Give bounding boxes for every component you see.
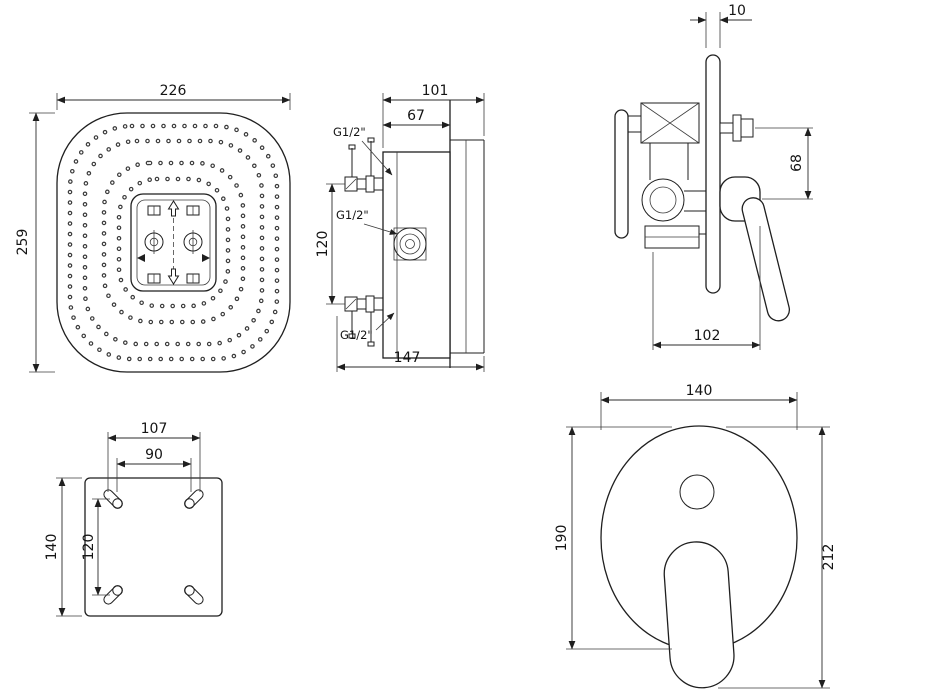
diverter-button [679,474,715,510]
cartridge-side-circle [641,178,685,222]
dim-section-depth-total: 101 [382,83,485,148]
right-arrow-icon [202,254,210,262]
trim-plate-height-label: 190 [554,525,570,552]
plate-inner-width-label: 90 [145,447,163,463]
dim-section-depth-overall: 147 [336,316,485,372]
corner-slots [103,489,204,605]
thread-label-top: G1/2" [333,125,366,139]
dim-section-port-spacing: 120 [315,183,345,305]
dim-showerhead-height: 259 [15,112,55,373]
showerhead-width-label: 226 [160,83,187,99]
view-showerhead-top: 226 259 [15,83,291,373]
bottom-inlet-fitting [344,295,384,347]
dim-trim-total-height: 212 [718,426,837,689]
valve-side-body [614,102,706,249]
plate-thickness-label: 10 [728,3,746,19]
handle-front [663,541,735,689]
dim-handle-reach: 102 [652,226,761,350]
handle-reach-label: 102 [694,328,721,344]
handle-side [719,176,791,322]
dim-trim-plate-height: 190 [554,426,672,650]
dim-showerhead-width: 226 [56,83,291,110]
thread-label-bottom: G1/2" [340,328,373,342]
cartridge-circle [393,227,427,261]
thread-label-middle: G1/2" [336,208,369,222]
trim-width-label: 140 [686,383,713,399]
section-depth-front-label: 67 [407,108,425,124]
up-arrow-icon [167,200,180,217]
dim-plate-inner-height: 120 [81,498,110,596]
view-valve-section: G1/2" G1/2" G1/2" 101 67 120 [315,83,485,372]
view-valve-side: 10 68 102 [614,3,813,350]
showerhead-outline [56,112,291,373]
view-trim-front: 140 190 212 [554,383,837,689]
dim-trim-width: 140 [600,383,798,430]
view-mounting-plate: 107 90 140 120 [44,421,223,617]
plate-outer-width-label: 107 [141,421,168,437]
mounting-frame [450,139,485,354]
plate-outer-height-label: 140 [44,534,60,561]
knob-to-handle-label: 68 [789,154,805,172]
dim-plate-outer-height: 140 [44,477,82,617]
section-port-spacing-label: 120 [315,231,331,258]
top-inlet-fitting [344,137,384,193]
dim-plate-inner-width: 90 [116,447,192,492]
mounting-plate-outline [84,477,223,617]
down-arrow-icon [167,268,180,285]
dim-section-depth-front: 67 [382,108,451,129]
section-depth-overall-label: 147 [394,350,421,366]
valve-body-section [344,137,451,359]
wall-plate-side [705,54,721,294]
dim-plate-outer-width: 107 [107,421,201,492]
trim-total-height-label: 212 [821,544,837,571]
thread-callouts: G1/2" G1/2" G1/2" [333,125,398,342]
nozzle-rings [67,123,280,362]
left-arrow-icon [137,254,145,262]
showerhead-height-label: 259 [15,229,31,256]
dim-plate-thickness: 10 [690,3,752,48]
showerhead-bracket [130,193,217,292]
plate-inner-height-label: 120 [81,534,97,561]
section-depth-total-label: 101 [422,83,449,99]
dim-knob-to-handle: 68 [755,127,813,200]
diverter-knob-side [719,114,754,142]
